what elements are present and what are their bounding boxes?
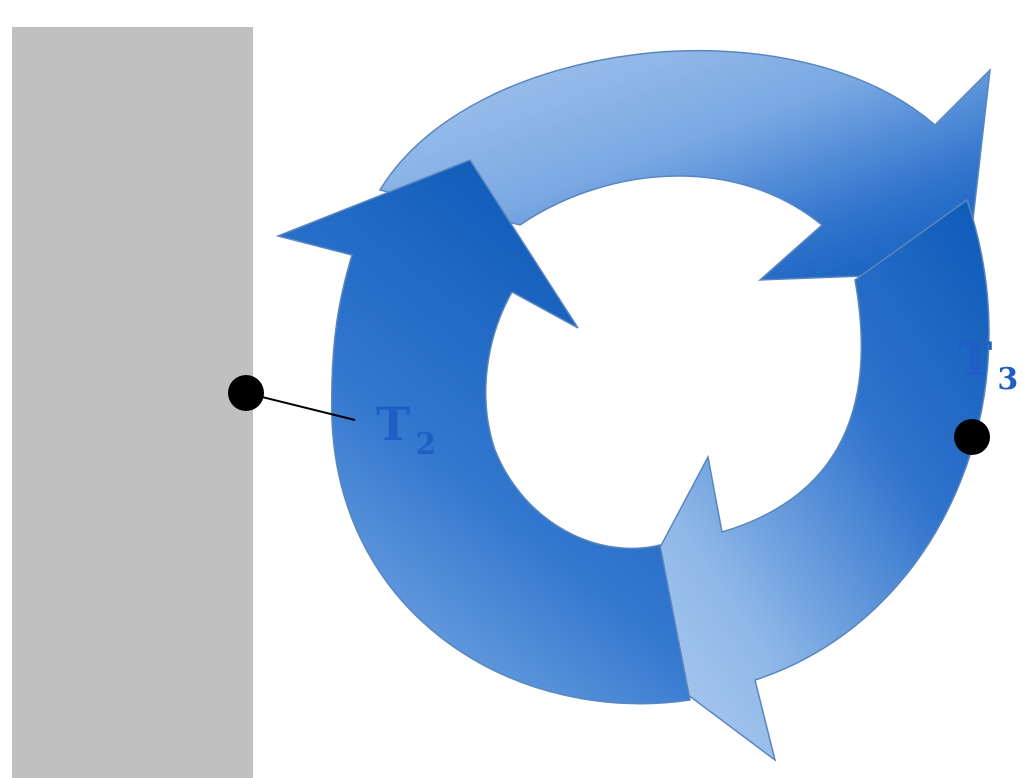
connector-dot-left — [228, 375, 264, 411]
gray-panel — [12, 27, 253, 778]
connector-line — [245, 392, 356, 421]
cycle-arrow-top — [378, 49, 991, 281]
cycle-arrow-bottom — [611, 198, 990, 762]
label-t2: T 2 — [376, 397, 436, 462]
cycle-arrow-left — [275, 159, 691, 705]
cycle-arrows-icon — [275, 49, 991, 762]
connector-dot-right — [954, 419, 990, 455]
label-t2-sub: 2 — [415, 427, 436, 462]
label-t3: T 3 — [958, 332, 1018, 397]
label-t3-sub: 3 — [997, 362, 1018, 397]
label-t2-main: T — [376, 397, 410, 451]
label-t3-main: T — [958, 332, 992, 386]
